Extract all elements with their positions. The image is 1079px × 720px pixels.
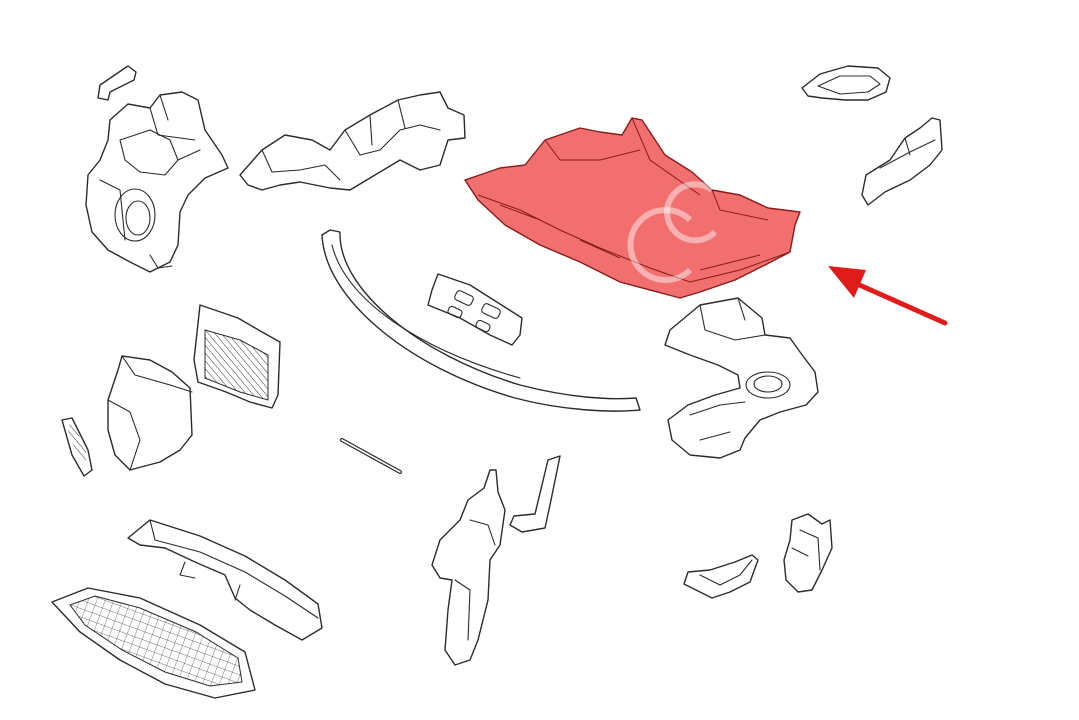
watermark-logo bbox=[627, 181, 718, 283]
corner-duct-part bbox=[783, 513, 833, 593]
angle-bracket-part bbox=[509, 455, 561, 533]
engine-undertray-part bbox=[464, 117, 801, 299]
lower-shield-part bbox=[664, 297, 819, 459]
side-bracket-part bbox=[861, 117, 943, 206]
bumper-reinforcement-strip bbox=[321, 229, 641, 412]
grille-housing-part bbox=[193, 304, 281, 409]
upper-air-duct-part bbox=[239, 91, 466, 191]
rod-part bbox=[340, 438, 402, 474]
cross-member-bracket bbox=[127, 519, 323, 641]
lower-grille-part bbox=[51, 587, 256, 699]
small-mount-part bbox=[683, 554, 759, 599]
vertical-support-part bbox=[431, 469, 506, 666]
small-grille-part bbox=[61, 417, 93, 477]
pointer-arrow bbox=[828, 266, 948, 326]
small-clip-part bbox=[97, 65, 137, 101]
left-air-duct-part bbox=[85, 91, 229, 273]
intake-duct-part bbox=[107, 355, 193, 471]
center-mounting-bracket bbox=[427, 273, 523, 346]
ring-bracket-part bbox=[801, 65, 891, 101]
